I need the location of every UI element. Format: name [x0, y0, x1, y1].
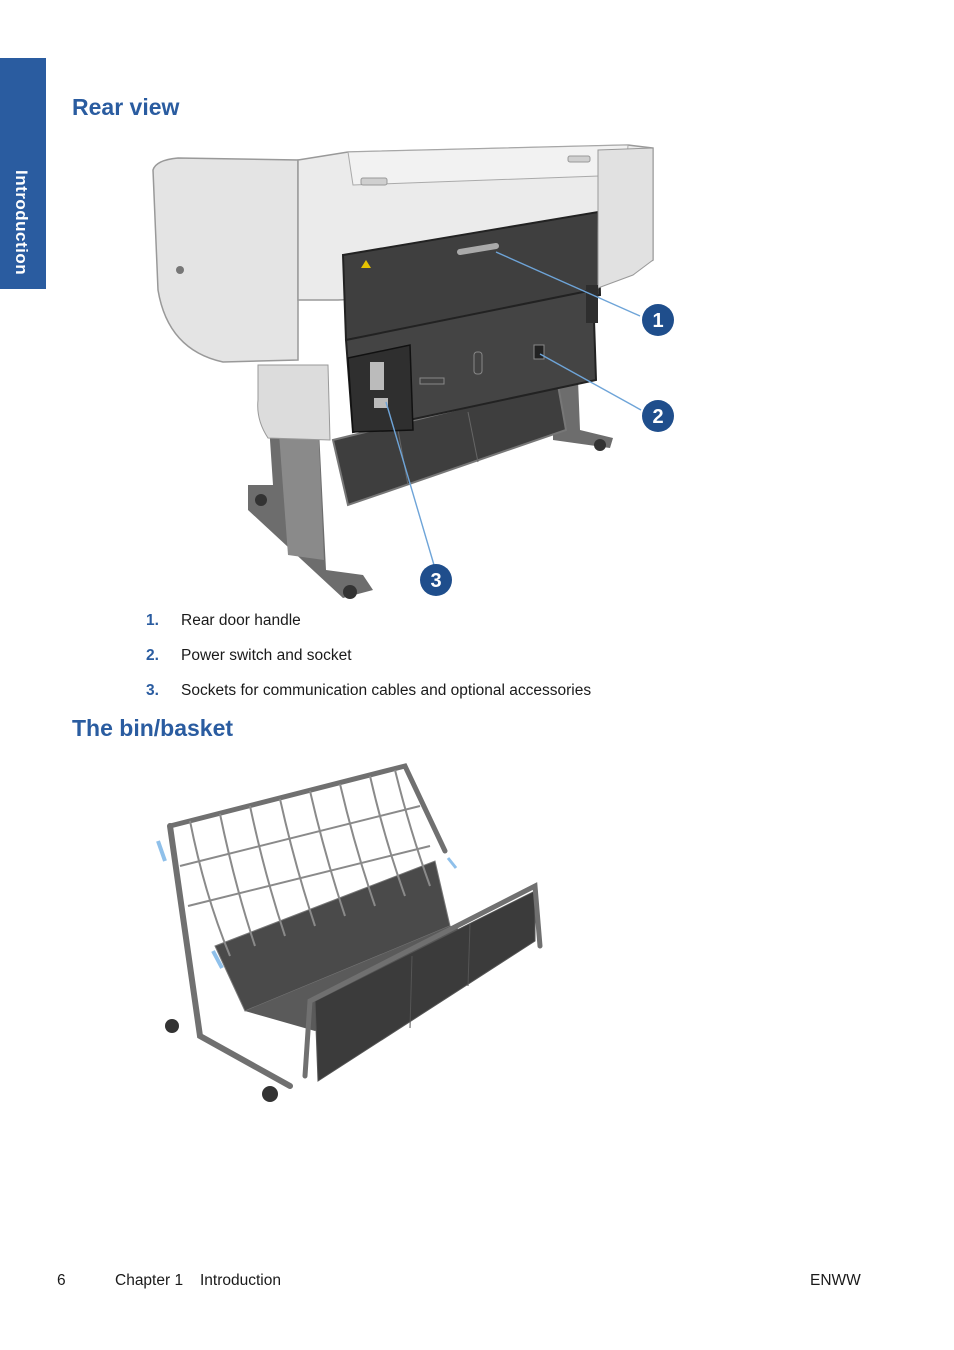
leader-line-3 — [385, 401, 435, 566]
list-item: 1. Rear door handle — [146, 603, 591, 638]
left-end-cover — [152, 157, 299, 363]
list-item: 2. Power switch and socket — [146, 638, 591, 673]
chapter-side-tab-label: Introduction — [12, 170, 31, 276]
callout-2: 2 — [642, 400, 674, 432]
basket-wheel — [165, 1019, 179, 1033]
svg-text:2: 2 — [652, 406, 663, 428]
list-item-number: 1. — [146, 611, 159, 629]
svg-text:1: 1 — [652, 310, 663, 332]
leader-line-2 — [539, 353, 642, 411]
callout-1: 1 — [642, 304, 674, 336]
svg-text:3: 3 — [430, 570, 441, 592]
chapter-side-tab: Introduction — [0, 58, 46, 289]
list-item-text: Rear door handle — [181, 611, 301, 629]
right-stand-leg — [553, 380, 613, 448]
basket-wheel — [262, 1086, 278, 1102]
rear-door-handle — [457, 243, 499, 255]
right-wheel — [594, 439, 606, 451]
footer-chapter: Chapter 1 — [115, 1272, 184, 1289]
list-item-number: 2. — [146, 646, 159, 664]
rear-view-illustration: 1 2 3 — [152, 144, 674, 599]
footer-page-number: 6 — [57, 1272, 66, 1289]
list-item-text: Power switch and socket — [181, 646, 352, 664]
power-switch — [533, 344, 545, 360]
communication-socket — [370, 362, 384, 390]
section-title-rear-view: Rear view — [72, 94, 180, 120]
rear-door-panel — [341, 210, 602, 342]
bin-basket-illustration — [156, 763, 543, 1102]
left-leg-front — [278, 420, 324, 560]
basket-wire-guides — [179, 769, 431, 957]
rear-view-parts-list: 1. Rear door handle 2. Power switch and … — [146, 603, 591, 708]
section-title-bin-basket: The bin/basket — [72, 715, 234, 741]
basket-frame-top — [167, 763, 448, 854]
callout-3: 3 — [420, 564, 452, 596]
list-item: 3. Sockets for communication cables and … — [146, 673, 591, 708]
basket-frame-left — [167, 823, 293, 1089]
footer-chapter-name: Introduction — [200, 1272, 281, 1289]
left-lower-cover — [257, 364, 331, 441]
list-item-number: 3. — [146, 681, 159, 699]
leader-line-1 — [495, 251, 641, 317]
basket-front-fabric — [314, 890, 536, 1082]
list-item-text: Sockets for communication cables and opt… — [181, 681, 592, 699]
right-side-connector — [586, 285, 598, 323]
left-front-wheel — [343, 585, 357, 599]
footer-locale: ENWW — [810, 1272, 861, 1289]
basket-frame-front — [302, 882, 543, 1079]
left-rear-wheel — [255, 494, 267, 506]
